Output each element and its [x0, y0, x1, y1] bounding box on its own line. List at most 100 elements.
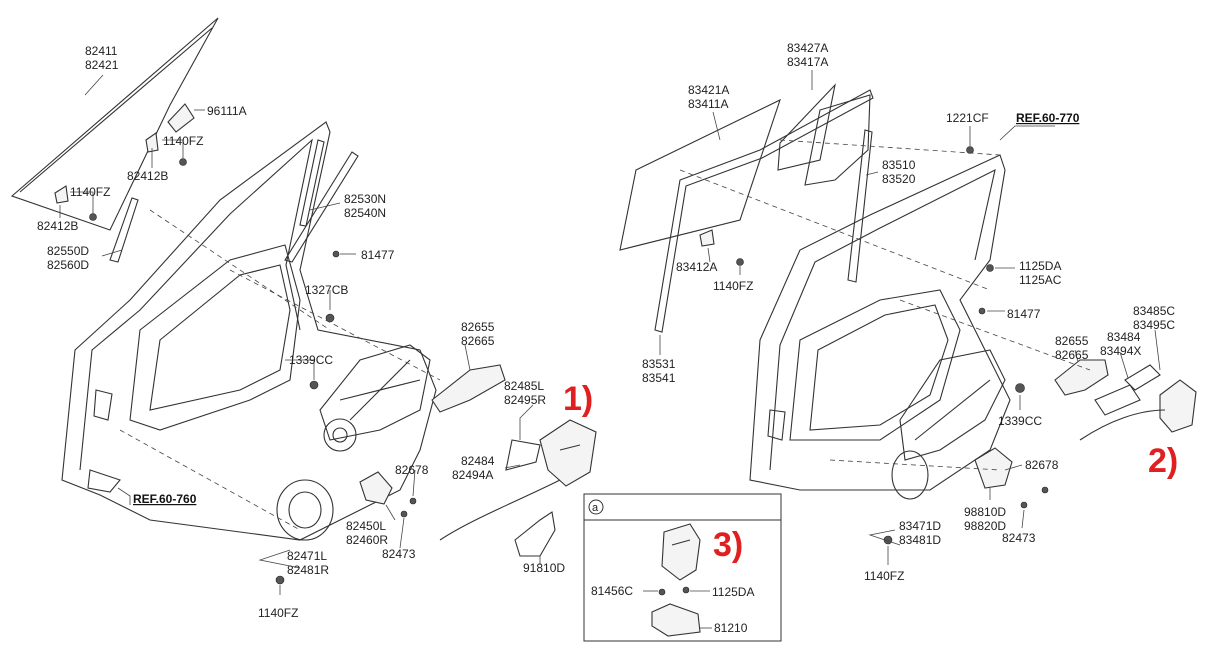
front-run-channel [109, 139, 359, 263]
label-82678-b: 82678 [1025, 458, 1059, 472]
label-1221cf: 1221CF [946, 111, 989, 125]
front-outside-handle [431, 364, 506, 413]
label-1140fz-a: 1140FZ [163, 134, 203, 148]
label-82678-a: 82678 [395, 463, 429, 477]
label-82412b-b: 82412B [37, 219, 78, 233]
label-83417a: 83417A [787, 55, 828, 69]
label-82530n: 82530N [344, 192, 386, 206]
inset-marker: a [592, 502, 599, 514]
front-regulator-motor [359, 471, 417, 518]
label-91810d: 91810D [523, 561, 565, 575]
label-81477-b: 81477 [1007, 307, 1041, 321]
label-82421: 82421 [85, 58, 119, 72]
inset-plate [651, 603, 701, 637]
label-83412a: 83412A [676, 260, 717, 274]
front-speaker [276, 479, 334, 541]
label-1327cb: 1327CB [305, 283, 348, 297]
label-1339cc-b: 1339CC [998, 414, 1042, 428]
rear-window-regulator [891, 349, 1006, 500]
label-83531: 83531 [642, 357, 676, 371]
inset-striker [661, 523, 701, 581]
front-door-panel [61, 121, 437, 541]
callout-1: 1) [563, 380, 593, 418]
label-82655-a: 82655 [461, 320, 495, 334]
front-latch-rod [505, 439, 541, 471]
rear-bolt-81477 [978, 307, 986, 315]
rear-bolt-1125da [986, 264, 994, 272]
inset-bolt-1125da [682, 586, 690, 594]
label-82540n: 82540N [344, 206, 386, 220]
rear-run-channel [654, 89, 874, 333]
callout-3: 3) [713, 526, 743, 564]
label-98810d: 98810D [964, 505, 1006, 519]
label-83510: 83510 [882, 158, 916, 172]
label-82473-a: 82473 [382, 547, 416, 561]
label-83481d: 83481D [899, 533, 941, 547]
label-98820d: 98820D [964, 519, 1006, 533]
label-82460r: 82460R [346, 533, 388, 547]
label-82481r: 82481R [287, 563, 329, 577]
label-83411a: 83411A [688, 97, 728, 111]
label-1125da-a: 1125DA [1019, 259, 1061, 273]
label-83427a: 83427A [787, 41, 828, 55]
label-1140fz-d: 1140FZ [713, 279, 753, 293]
front-door-glass-bracket [54, 103, 195, 221]
front-latch-cable [439, 479, 561, 557]
ref-60-770: REF.60-770 [1016, 111, 1080, 125]
label-82655-b: 82655 [1055, 334, 1089, 348]
rear-door-panel [749, 154, 1011, 491]
inset-leader-lines [643, 590, 712, 629]
label-82665-a: 82665 [461, 334, 495, 348]
rear-door-glass [619, 83, 836, 251]
front-door-glass [10, 17, 219, 231]
label-83495c: 83495C [1133, 318, 1175, 332]
rear-glass-bracket [699, 229, 715, 247]
label-82473-b: 82473 [1002, 531, 1036, 545]
front-bolt-1140fz [275, 575, 285, 585]
label-82485l: 82485L [504, 379, 544, 393]
label-82484: 82484 [461, 454, 495, 468]
inset-bolt-81456c [658, 588, 666, 596]
label-1140fz-c: 1140FZ [258, 606, 298, 620]
rear-bolt-1339cc [1015, 383, 1025, 393]
label-82560d: 82560D [47, 258, 89, 272]
label-81210: 81210 [714, 621, 748, 635]
label-82411: 82411 [85, 44, 118, 58]
label-83484: 83484 [1107, 330, 1141, 344]
label-82665-b: 82665 [1055, 348, 1089, 362]
callout-2: 2) [1148, 442, 1178, 480]
rear-door-latch [1079, 364, 1197, 441]
label-83485c: 83485C [1133, 304, 1175, 318]
label-1339cc-a: 1339CC [289, 353, 333, 367]
rear-bolt-1140fz-a [736, 258, 744, 266]
label-1140fz-e: 1140FZ [864, 569, 904, 583]
rear-regulator-motor [974, 447, 1049, 509]
label-83520: 83520 [882, 172, 916, 186]
label-1125ac: 1125AC [1019, 273, 1062, 287]
rear-bolt-1221cf [966, 146, 974, 154]
label-83541: 83541 [642, 371, 676, 385]
front-bolt-81477 [332, 250, 340, 258]
label-83421a: 83421A [688, 83, 729, 97]
label-82550d: 82550D [47, 244, 89, 258]
label-1140fz-b: 1140FZ [70, 185, 110, 199]
label-83494x: 83494X [1100, 344, 1141, 358]
label-81456c: 81456C [591, 584, 633, 598]
label-81477-a: 81477 [361, 248, 395, 262]
label-96111a: 96111A [207, 104, 247, 118]
front-window-regulator [319, 344, 431, 452]
front-bolt-1339cc [309, 380, 319, 390]
label-83471d: 83471D [899, 519, 941, 533]
front-door-latch [539, 419, 597, 487]
rear-leader-lines [659, 70, 1161, 565]
ref-60-760: REF.60-760 [133, 492, 197, 506]
label-1125da-b: 1125DA [712, 585, 754, 599]
label-82494a: 82494A [452, 468, 493, 482]
label-82471l: 82471L [287, 549, 327, 563]
rear-outside-handle [1054, 359, 1109, 396]
label-82495r: 82495R [504, 393, 546, 407]
label-82412b-a: 82412B [127, 169, 168, 183]
front-leader-lines [59, 74, 541, 595]
label-82450l: 82450L [346, 519, 386, 533]
